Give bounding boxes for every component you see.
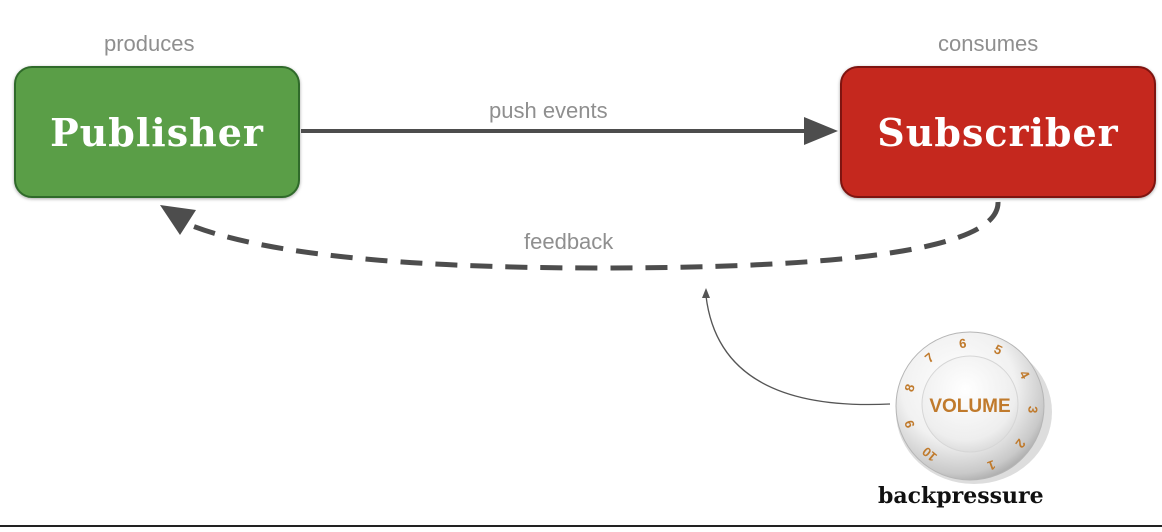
- subscriber-label: Subscriber: [877, 109, 1119, 155]
- knob-dial-number: 9: [901, 418, 917, 429]
- subscriber-caption: consumes: [938, 31, 1039, 56]
- subscriber-box: Subscriber: [840, 66, 1156, 198]
- knob-dial-number: 6: [958, 335, 967, 351]
- push-events-label: push events: [489, 98, 608, 123]
- knob-dial-number: 3: [1025, 406, 1040, 414]
- feedback-arrow-line: [189, 201, 1001, 271]
- feedback-arrow-head: [160, 205, 196, 235]
- publisher-label: Publisher: [50, 109, 264, 155]
- knob-pointer-arrow: [702, 288, 891, 406]
- publisher-box: Publisher: [14, 66, 300, 198]
- knob-center-label: VOLUME: [929, 396, 1010, 417]
- knob-dial-number: 1: [986, 457, 998, 474]
- push-arrow-head: [804, 117, 838, 145]
- knob-pointer-line: [705, 295, 891, 406]
- push-events-arrow: [301, 117, 838, 145]
- knob-cap: [921, 355, 1019, 453]
- knob-dial-number: 8: [901, 382, 917, 393]
- publisher-caption: produces: [104, 31, 195, 56]
- bottom-divider: [0, 525, 1162, 527]
- knob-pointer-head: [702, 288, 710, 298]
- backpressure-label: backpressure: [878, 483, 1044, 509]
- feedback-arrow: [160, 201, 1001, 271]
- feedback-label: feedback: [524, 229, 614, 254]
